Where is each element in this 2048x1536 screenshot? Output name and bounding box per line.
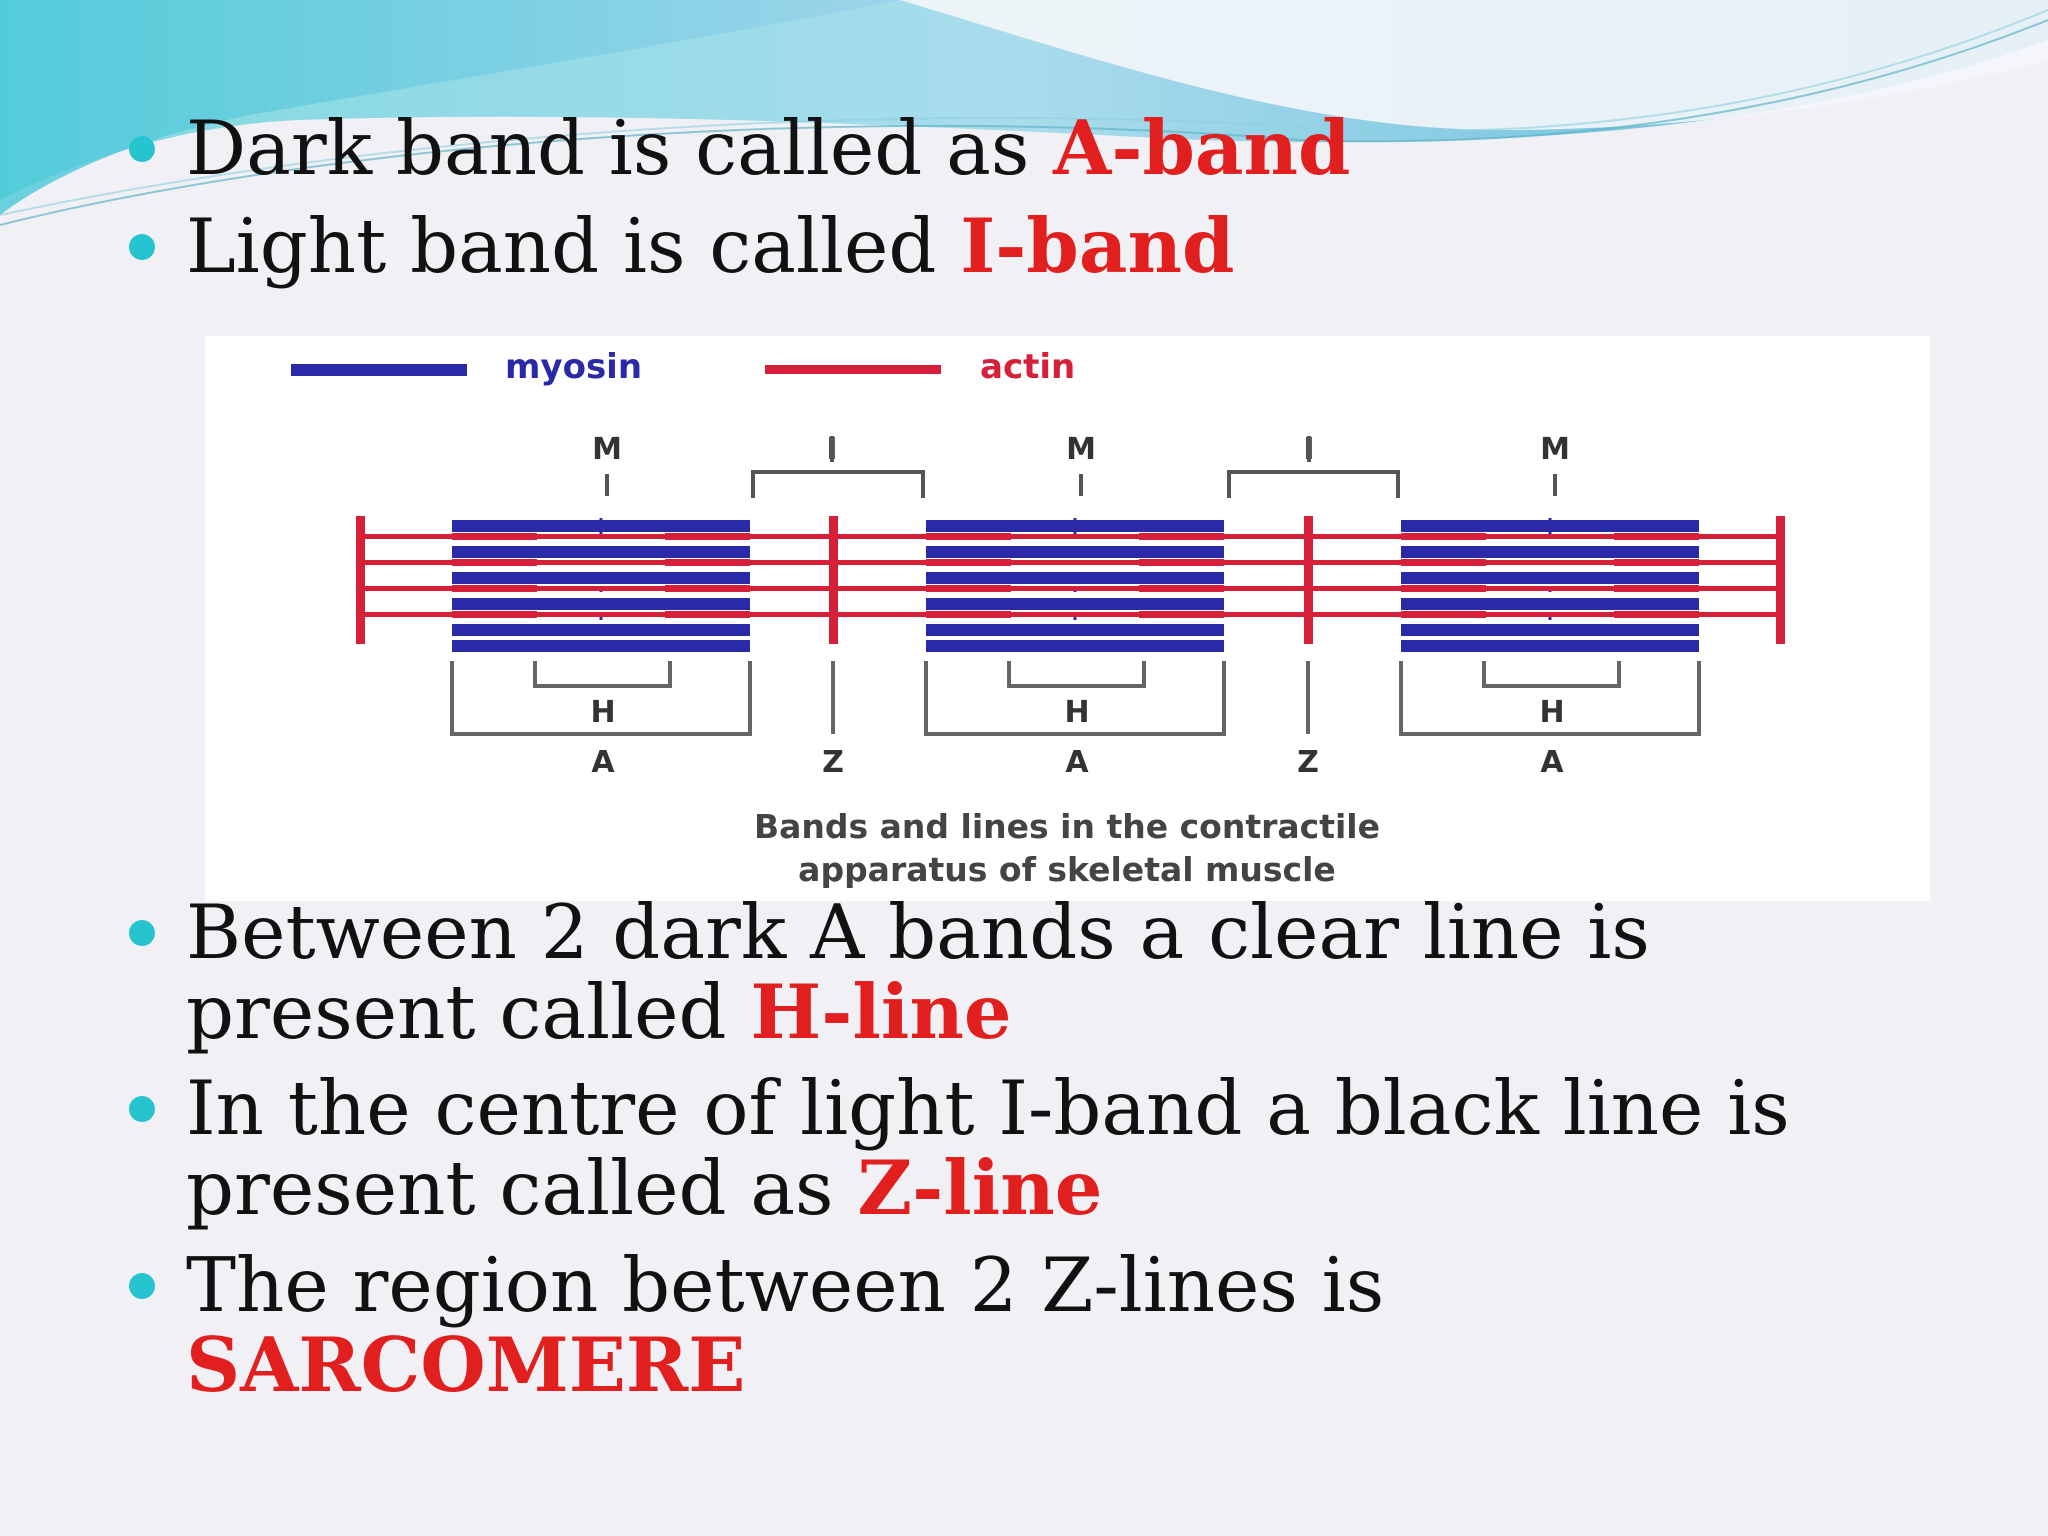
myosin-filament bbox=[452, 546, 750, 558]
actin-overlap bbox=[926, 585, 1011, 592]
actin-overlap bbox=[1614, 559, 1699, 566]
label-z-2: Z bbox=[1297, 745, 1319, 780]
bottom-brackets bbox=[450, 661, 1701, 736]
bullet-highlight: Z-line bbox=[857, 1144, 1103, 1232]
label-z-1: Z bbox=[822, 745, 844, 780]
actin-overlap bbox=[665, 533, 750, 540]
label-h-2: H bbox=[1064, 695, 1089, 730]
actin-overlap bbox=[1401, 611, 1486, 618]
bullet-dot-icon bbox=[129, 234, 155, 260]
top-markers bbox=[605, 436, 1557, 498]
z-line bbox=[1304, 516, 1313, 644]
actin-overlap bbox=[1139, 611, 1224, 618]
actin-overlap bbox=[1139, 559, 1224, 566]
actin-overlap bbox=[926, 533, 1011, 540]
z-line bbox=[1776, 516, 1785, 644]
actin-overlap bbox=[1614, 585, 1699, 592]
diagram-caption-line2: apparatus of skeletal muscle bbox=[798, 850, 1336, 889]
actin-overlap bbox=[665, 559, 750, 566]
bullet-highlight: I-band bbox=[960, 202, 1235, 290]
actin-overlap bbox=[926, 611, 1011, 618]
actin-overlap bbox=[452, 585, 537, 592]
label-a-1: A bbox=[591, 745, 615, 780]
actin-overlap bbox=[1139, 585, 1224, 592]
bullet-dot-icon bbox=[129, 1096, 155, 1122]
actin-filament bbox=[357, 612, 1782, 617]
bullet-sarcomere: The region between 2 Z-lines is SARCOMER… bbox=[129, 1245, 1906, 1405]
legend-actin-swatch bbox=[765, 365, 941, 374]
actin-overlap bbox=[1139, 533, 1224, 540]
legend-myosin-label: myosin bbox=[505, 347, 642, 387]
bullet-highlight: H-line bbox=[750, 968, 1012, 1056]
bullet-dot-icon bbox=[129, 1273, 155, 1299]
diagram-caption-line1: Bands and lines in the contractile bbox=[754, 807, 1380, 846]
myosin-filament bbox=[926, 520, 1224, 532]
bullet-a-band: Dark band is called as A-band bbox=[129, 108, 1906, 188]
bullet-h-line: Between 2 dark A bands a clear line is p… bbox=[129, 892, 1906, 1052]
label-a-2: A bbox=[1065, 745, 1089, 780]
sarcomere-diagram: myosin actin M I M I M bbox=[205, 336, 1930, 901]
bullet-text: In the centre of light I-band a black li… bbox=[186, 1064, 1790, 1232]
actin-filament bbox=[357, 586, 1782, 591]
actin-overlap bbox=[1401, 559, 1486, 566]
actin-overlap bbox=[665, 585, 750, 592]
bullet-text: Dark band is called as bbox=[186, 104, 1054, 192]
z-line bbox=[356, 516, 365, 644]
actin-overlap bbox=[1614, 611, 1699, 618]
label-h-1: H bbox=[590, 695, 615, 730]
bullet-highlight: SARCOMERE bbox=[186, 1321, 746, 1409]
bullet-dot-icon bbox=[129, 136, 155, 162]
label-h-3: H bbox=[1539, 695, 1564, 730]
actin-overlap bbox=[452, 559, 537, 566]
myosin-filament bbox=[926, 546, 1224, 558]
myofilament-array bbox=[356, 516, 1785, 654]
actin-filament bbox=[357, 560, 1782, 565]
actin-filament bbox=[357, 534, 1782, 539]
actin-overlap bbox=[1401, 585, 1486, 592]
bullet-text: The region between 2 Z-lines is bbox=[186, 1241, 1385, 1329]
label-m-1: M bbox=[592, 432, 622, 467]
bullet-i-band: Light band is called I-band bbox=[129, 206, 1906, 286]
legend-actin-label: actin bbox=[980, 347, 1075, 387]
actin-overlap bbox=[1614, 533, 1699, 540]
label-a-3: A bbox=[1540, 745, 1564, 780]
bullet-z-line: In the centre of light I-band a black li… bbox=[129, 1068, 1906, 1228]
actin-overlap bbox=[665, 611, 750, 618]
myosin-filament bbox=[1401, 520, 1699, 532]
z-line bbox=[829, 516, 838, 644]
bullet-text: Light band is called bbox=[186, 202, 961, 290]
bullet-dot-icon bbox=[129, 920, 155, 946]
actin-overlap bbox=[452, 533, 537, 540]
actin-overlap bbox=[926, 559, 1011, 566]
myosin-filament bbox=[1401, 546, 1699, 558]
actin-overlap bbox=[452, 611, 537, 618]
label-m-2: M bbox=[1066, 432, 1096, 467]
actin-overlap bbox=[1401, 533, 1486, 540]
label-m-3: M bbox=[1540, 432, 1570, 467]
legend-myosin-swatch bbox=[291, 364, 467, 376]
myosin-filament bbox=[452, 520, 750, 532]
bullet-highlight: A-band bbox=[1053, 104, 1351, 192]
header-wave-decoration bbox=[0, 0, 2048, 226]
bullet-text: Between 2 dark A bands a clear line is p… bbox=[186, 888, 1650, 1056]
